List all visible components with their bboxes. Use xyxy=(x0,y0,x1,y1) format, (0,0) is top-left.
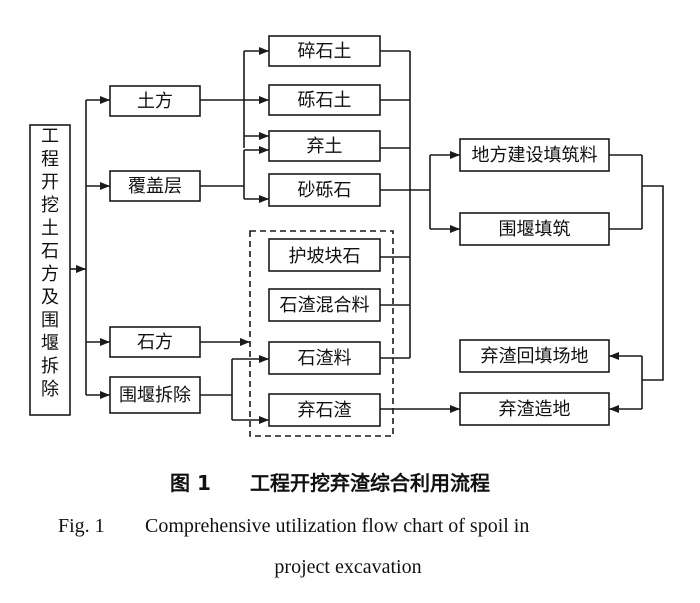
root-char: 石 xyxy=(41,241,59,262)
node-label: 砂砾石 xyxy=(298,180,352,201)
node-label: 石渣混合料 xyxy=(280,295,370,316)
node-label: 护坡块石 xyxy=(289,246,361,267)
node-label: 弃渣回填场地 xyxy=(481,346,589,367)
root-char: 方 xyxy=(41,264,59,285)
node-label: 地方建设填筑料 xyxy=(472,145,598,166)
node-qizhazaodi: 弃渣造地 xyxy=(459,392,610,426)
node-weiyantianzhu: 围堰填筑 xyxy=(459,212,610,246)
root-char: 堰 xyxy=(41,333,59,354)
node-label: 弃土 xyxy=(307,136,343,157)
node-label: 碎石土 xyxy=(298,41,352,62)
node-shizhaliao: 石渣料 xyxy=(268,341,381,375)
node-qitu: 弃土 xyxy=(268,130,381,162)
caption-en-label: Fig. 1 xyxy=(58,515,105,537)
node-label: 土方 xyxy=(137,91,173,112)
root-char: 土 xyxy=(41,218,59,239)
connectors xyxy=(70,47,664,424)
node-label: 弃石渣 xyxy=(298,400,352,421)
node-shizhahunheliao: 石渣混合料 xyxy=(268,288,381,322)
node-suishitu: 碎石土 xyxy=(268,35,381,67)
node-shifang: 石方 xyxy=(109,326,201,358)
node-label: 围堰填筑 xyxy=(499,219,571,240)
node-label: 石渣料 xyxy=(298,348,352,369)
root-char: 及 xyxy=(41,287,59,308)
root-char: 除 xyxy=(41,379,59,400)
node-label: 石方 xyxy=(137,332,173,353)
node-qishizha: 弃石渣 xyxy=(268,393,381,427)
root-char: 围 xyxy=(41,310,59,331)
dashed-group-box xyxy=(249,230,394,437)
node-weiyanchaichu: 围堰拆除 xyxy=(109,376,201,414)
node-label: 围堰拆除 xyxy=(119,385,191,406)
node-lishitu: 砾石土 xyxy=(268,84,381,116)
node-shalishi: 砂砾石 xyxy=(268,173,381,207)
node-label: 覆盖层 xyxy=(128,176,182,197)
root-box: 工 程 开 挖 土 石 方 及 围 堰 拆 除 xyxy=(29,124,71,416)
node-label: 砾石土 xyxy=(298,90,352,111)
node-label: 弃渣造地 xyxy=(499,399,571,420)
node-difangjianshe: 地方建设填筑料 xyxy=(459,138,610,172)
node-hupokuaishi: 护坡块石 xyxy=(268,238,381,272)
caption-zh-label: 图 1 xyxy=(170,471,211,495)
node-tufang: 土方 xyxy=(109,85,201,117)
node-fugaiceng: 覆盖层 xyxy=(109,170,201,202)
caption-en-line2: project excavation xyxy=(274,556,421,578)
root-char: 程 xyxy=(41,149,59,170)
root-char: 工 xyxy=(41,126,59,147)
node-qizhahuitian: 弃渣回填场地 xyxy=(459,339,610,373)
root-char: 拆 xyxy=(41,356,59,377)
root-char: 开 xyxy=(41,172,59,193)
figure-caption: 图 1 工程开挖弃渣综合利用流程 Fig. 1 Comprehensive ut… xyxy=(58,471,529,578)
caption-zh-title: 工程开挖弃渣综合利用流程 xyxy=(250,471,490,495)
root-char: 挖 xyxy=(41,195,59,216)
caption-en-line1: Comprehensive utilization flow chart of … xyxy=(145,515,529,537)
